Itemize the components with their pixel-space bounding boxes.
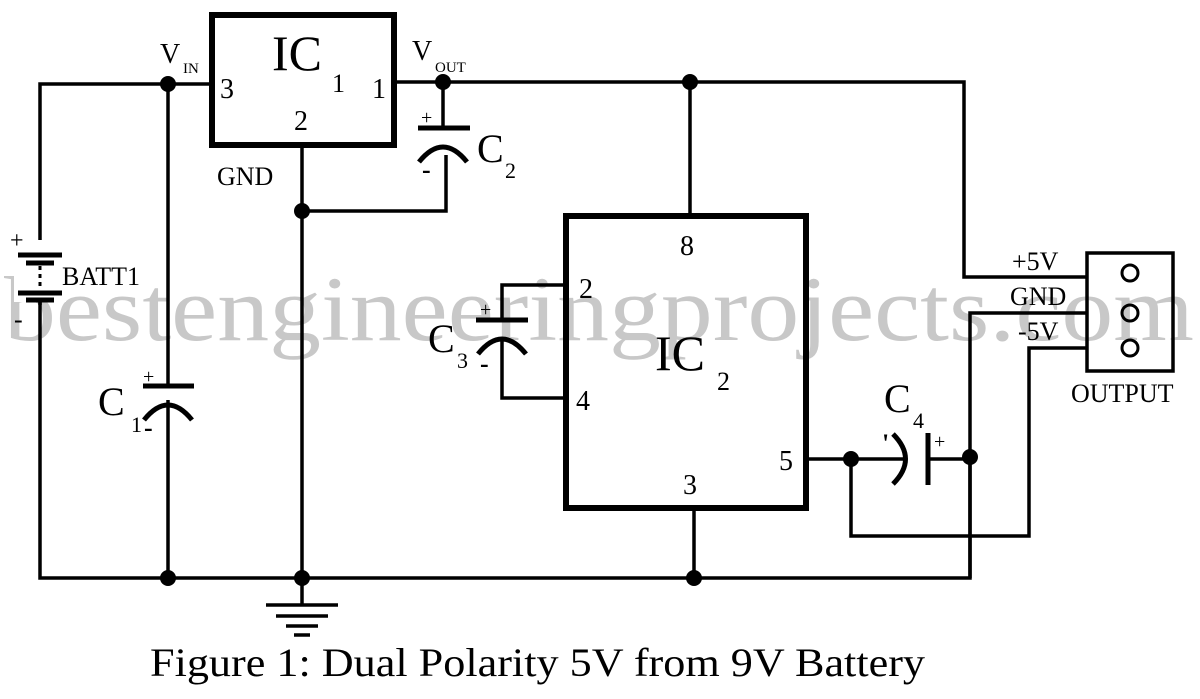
capacitor-c1: + - C 1	[98, 366, 194, 442]
junctions	[160, 74, 978, 586]
battery-minus: -	[14, 305, 23, 334]
output-label-gnd: GND	[1010, 282, 1066, 311]
capacitor-c3: + - C 3	[428, 299, 528, 378]
ic2-name: IC	[655, 325, 705, 381]
c1-minus: -	[144, 413, 153, 442]
wire-vin	[38, 82, 210, 305]
battery-plus: +	[10, 228, 24, 254]
c4-sub: 4	[913, 408, 924, 433]
junction-dot	[294, 570, 310, 586]
output-terminal-pin	[1120, 338, 1140, 358]
ic1-regulator: IC 1 3 2 1 V IN V OUT GND	[160, 12, 466, 191]
ic2-pin-2: 2	[579, 274, 593, 305]
vin-sub: IN	[183, 61, 199, 77]
ic2-pin-4: 4	[576, 386, 590, 417]
ic1-pin-vout: 1	[372, 74, 386, 105]
ic2-pin-8: 8	[680, 231, 694, 262]
c3-plate-minus	[476, 336, 528, 356]
c2-plate-minus	[417, 144, 469, 164]
wire-c3-top	[500, 283, 566, 320]
output-label-pos5v: +5V	[1012, 247, 1059, 276]
ic1-pin-vin: 3	[220, 74, 234, 105]
output-terminal-pin	[1120, 303, 1140, 323]
wire-gnd-out	[968, 311, 1087, 578]
battery-label: BATT1	[62, 262, 140, 291]
ic2-chip: IC 2 8 2 4 5 3	[563, 213, 809, 511]
vout-label: V	[412, 36, 432, 67]
ic1-body	[209, 12, 397, 148]
c2-sub: 2	[505, 158, 516, 183]
c1-plus: +	[143, 366, 154, 388]
output-connector: +5V GND -5V OUTPUT	[1010, 247, 1175, 408]
output-terminal-pin	[1120, 263, 1140, 283]
watermark-text: bestengineeringprojects.com	[4, 258, 1194, 360]
c3-sub: 3	[457, 348, 468, 373]
battery: + - BATT1	[10, 228, 140, 334]
c1-plate-minus	[142, 402, 194, 422]
junction-dot	[160, 570, 176, 586]
output-label: OUTPUT	[1071, 379, 1174, 408]
c3-minus: -	[480, 349, 489, 378]
c4-minus: '	[882, 429, 889, 458]
junction-dot	[294, 203, 310, 219]
junction-dot	[962, 449, 978, 465]
capacitor-c4: + ' C 4	[882, 376, 945, 486]
c4-plus: +	[934, 431, 945, 453]
ic1-pin-gnd: 2	[294, 106, 308, 137]
c1-sub: 1	[131, 412, 142, 437]
wire-c3-bottom	[500, 340, 566, 400]
junction-dot	[686, 570, 702, 586]
c3-name: C	[428, 316, 455, 361]
c2-plus: +	[421, 107, 432, 129]
figure-caption: Figure 1: Dual Polarity 5V from 9V Batte…	[150, 640, 925, 685]
junction-dot	[682, 74, 698, 90]
c1-name: C	[98, 379, 125, 424]
ic2-pin-5: 5	[779, 446, 793, 477]
c2-name: C	[477, 126, 504, 171]
output-body	[1085, 251, 1175, 373]
wire-neg5v	[849, 346, 1087, 538]
ic2-body	[563, 213, 809, 511]
ic2-sub: 2	[717, 367, 730, 396]
c3-plus: +	[480, 299, 491, 321]
capacitor-c2: + - C 2	[417, 107, 516, 184]
junction-dot	[843, 451, 859, 467]
wire-c2-gnd	[302, 155, 448, 213]
c2-minus: -	[422, 155, 431, 184]
vin-label: V	[160, 39, 180, 70]
c4-plate-minus	[891, 432, 908, 486]
wire-vout	[397, 80, 1087, 279]
ic1-name: IC	[272, 25, 322, 81]
junction-dot	[160, 76, 176, 92]
vout-sub: OUT	[435, 60, 466, 76]
ic1-gnd-label: GND	[217, 162, 273, 191]
output-label-neg5v: -5V	[1018, 317, 1059, 346]
wires	[38, 80, 1087, 637]
ic1-sub: 1	[332, 69, 345, 98]
junction-dot	[435, 74, 451, 90]
c4-name: C	[884, 376, 911, 421]
ic2-pin-3: 3	[683, 470, 697, 501]
